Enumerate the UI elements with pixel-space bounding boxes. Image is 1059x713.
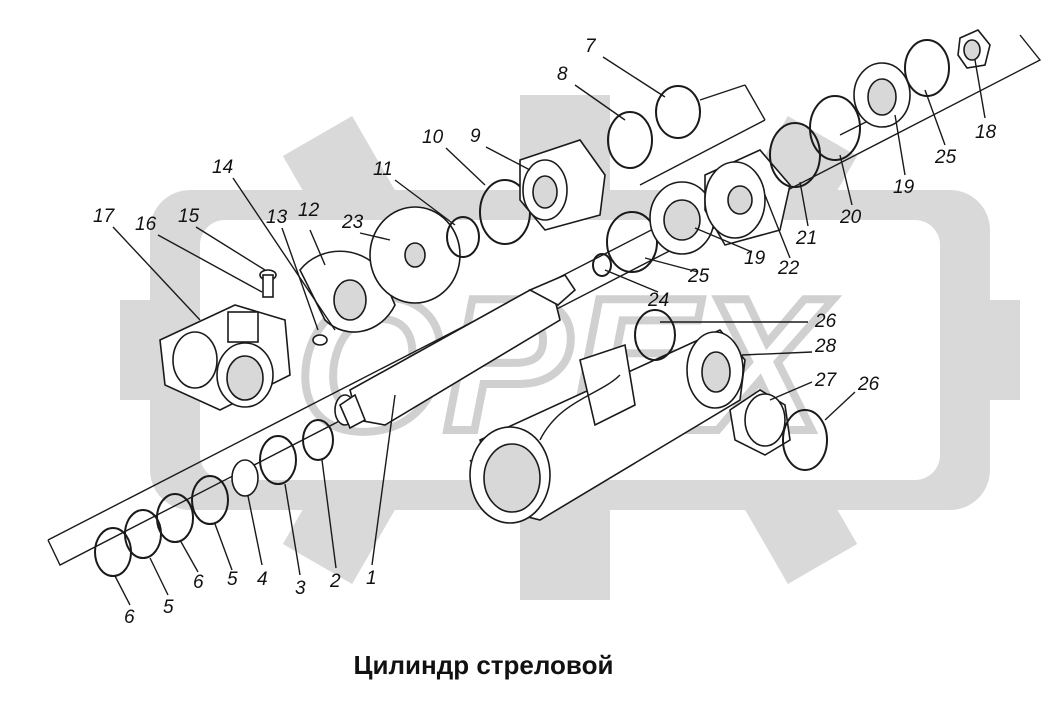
callout-17: 17 — [93, 206, 116, 227]
callout-18: 18 — [975, 122, 997, 143]
callout-8: 8 — [557, 64, 568, 85]
callout-11: 11 — [373, 159, 393, 180]
callout-14: 14 — [212, 157, 233, 178]
part-8-7-rings — [607, 85, 701, 169]
callout-24: 24 — [647, 290, 669, 311]
callout-19-mid: 19 — [744, 248, 766, 269]
part-15-16-bolt — [259, 269, 328, 346]
callout-15: 15 — [178, 206, 200, 227]
callout-5-right: 5 — [227, 569, 238, 590]
leader-lines — [112, 56, 986, 606]
callout-5-left: 5 — [163, 597, 174, 618]
part-19-25-18-ring-nut — [853, 29, 991, 128]
part-23-plate — [369, 206, 461, 304]
callout-10: 10 — [422, 127, 444, 148]
callout-28: 28 — [814, 336, 837, 357]
callout-26-bottom: 26 — [857, 374, 880, 395]
part-24-small-ring — [592, 253, 612, 277]
callout-16: 16 — [135, 214, 157, 235]
callout-23: 23 — [341, 212, 364, 233]
callout-25-top: 25 — [934, 147, 957, 168]
part-12-flange — [299, 250, 396, 333]
part-21-20-rings — [769, 95, 861, 188]
callout-6-right: 6 — [193, 572, 204, 593]
callout-27: 27 — [814, 370, 838, 391]
part-1-rod — [334, 274, 577, 430]
callout-9: 9 — [470, 126, 481, 147]
callout-22: 22 — [777, 258, 800, 279]
callout-2: 2 — [329, 571, 341, 592]
part-27-26-bushing — [729, 389, 828, 471]
part-9-gland — [519, 139, 606, 231]
callout-20: 20 — [839, 207, 862, 228]
diagram-caption: Цилиндр стреловой — [353, 650, 614, 680]
callout-3: 3 — [295, 578, 306, 599]
callout-12: 12 — [298, 200, 320, 221]
callout-7: 7 — [585, 36, 597, 57]
part-19-22-piston — [606, 149, 791, 273]
callout-19-top: 19 — [893, 177, 915, 198]
part-17-clevis — [159, 304, 291, 411]
callout-6-left: 6 — [124, 607, 135, 628]
callout-13: 13 — [266, 207, 288, 228]
callout-4: 4 — [257, 569, 268, 590]
callout-21: 21 — [795, 228, 817, 249]
callout-labels: 7 8 9 10 11 14 15 16 17 13 12 23 25 18 1… — [93, 36, 997, 628]
callout-25-mid: 25 — [687, 266, 710, 287]
parts-2-6-seal-rings — [94, 419, 334, 577]
callout-26-top: 26 — [814, 311, 837, 332]
callout-1: 1 — [366, 568, 377, 589]
part-28-barrel — [469, 309, 746, 524]
